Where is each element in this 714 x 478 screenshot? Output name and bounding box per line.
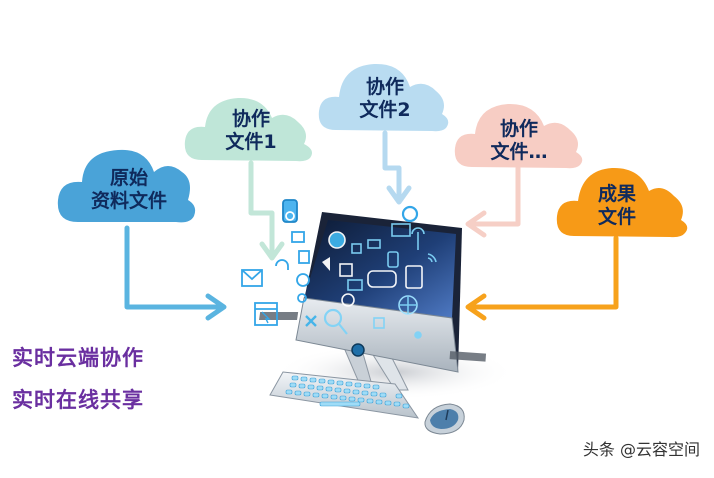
watermark: 头条 @云容空间 (582, 440, 700, 459)
cloud-label-collab1: 协作 文件1 (196, 108, 306, 154)
cloud-collab-more-line2: 文件… (490, 140, 548, 163)
arrow-source (124, 225, 227, 321)
cloud-collab-more-line1: 协作 (499, 118, 538, 140)
cloud-collab2-line2: 文件2 (359, 98, 411, 121)
cloud-result-line1: 成果 (597, 183, 636, 205)
arrow-collab-more (465, 165, 521, 238)
cloud-collab2 (318, 63, 449, 132)
cloud-label-collab2: 协作 文件2 (330, 76, 440, 122)
cloud-source-line2: 资料文件 (90, 189, 167, 212)
cloud-result-line2: 文件 (597, 205, 636, 228)
cloud-source-line1: 原始 (109, 167, 148, 189)
mouse-graphic (424, 403, 465, 435)
cloud-result (556, 167, 688, 238)
cloud-collab-more (454, 103, 583, 169)
computer-illustration (241, 199, 515, 435)
cloud-label-result: 成果 文件 (562, 183, 672, 229)
cloud-label-collab-more: 协作 文件… (464, 118, 574, 164)
arrow-collab1 (248, 160, 285, 261)
side-text-realtime-share: 实时在线共享 (12, 388, 144, 412)
cloud-source (57, 149, 196, 223)
cloud-label-source: 原始 资料文件 (70, 167, 188, 213)
arrow-result (465, 235, 619, 321)
cloud-collab2-line1: 协作 (365, 76, 404, 98)
cloud-collab1 (184, 97, 312, 162)
cloud-collab1-line2: 文件1 (225, 130, 277, 153)
side-text-realtime-collab: 实时云端协作 (12, 346, 144, 370)
cloud-collab1-line1: 协作 (231, 108, 270, 130)
arrow-collab2 (382, 130, 412, 205)
